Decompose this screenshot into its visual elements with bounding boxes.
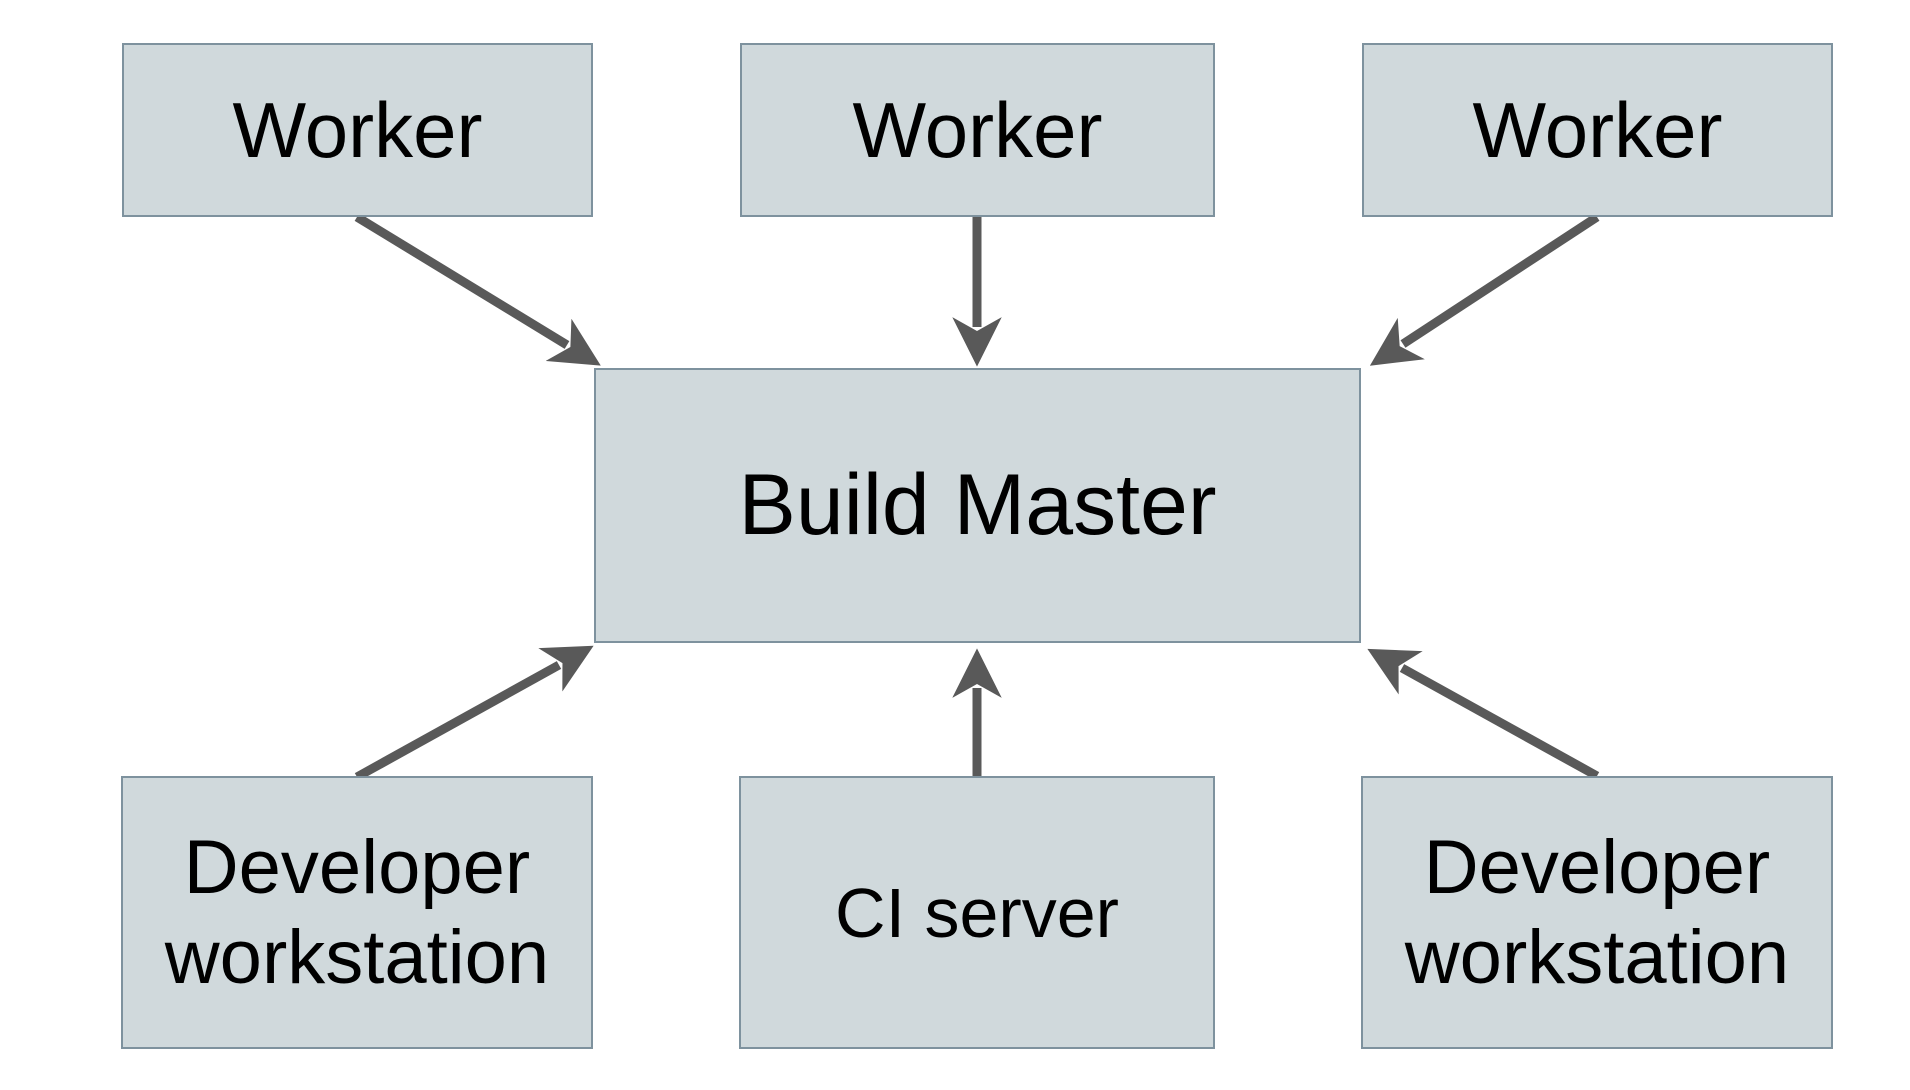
node-developer-workstation-1: Developer workstation (121, 776, 593, 1049)
node-worker-1-label: Worker (232, 85, 483, 174)
node-build-master-label: Build Master (738, 457, 1217, 553)
node-developer-workstation-1-label: Developer workstation (164, 824, 550, 1000)
node-worker-3-label: Worker (1472, 85, 1723, 174)
arrow-dev2-to-build-master (1367, 648, 1600, 780)
node-developer-workstation-2: Developer workstation (1361, 776, 1833, 1049)
arrow-dev1-to-build-master (354, 645, 594, 781)
node-worker-3: Worker (1362, 43, 1833, 217)
node-ci-server-label: CI server (835, 873, 1119, 952)
arrow-worker1-to-build-master (354, 213, 601, 366)
node-worker-2-label: Worker (852, 85, 1103, 174)
node-build-master: Build Master (594, 368, 1361, 643)
arrow-worker3-to-build-master (1369, 213, 1600, 366)
node-ci-server: CI server (739, 776, 1215, 1049)
node-developer-workstation-2-label: Developer workstation (1404, 824, 1790, 1000)
node-worker-1: Worker (122, 43, 593, 217)
node-worker-2: Worker (740, 43, 1215, 217)
